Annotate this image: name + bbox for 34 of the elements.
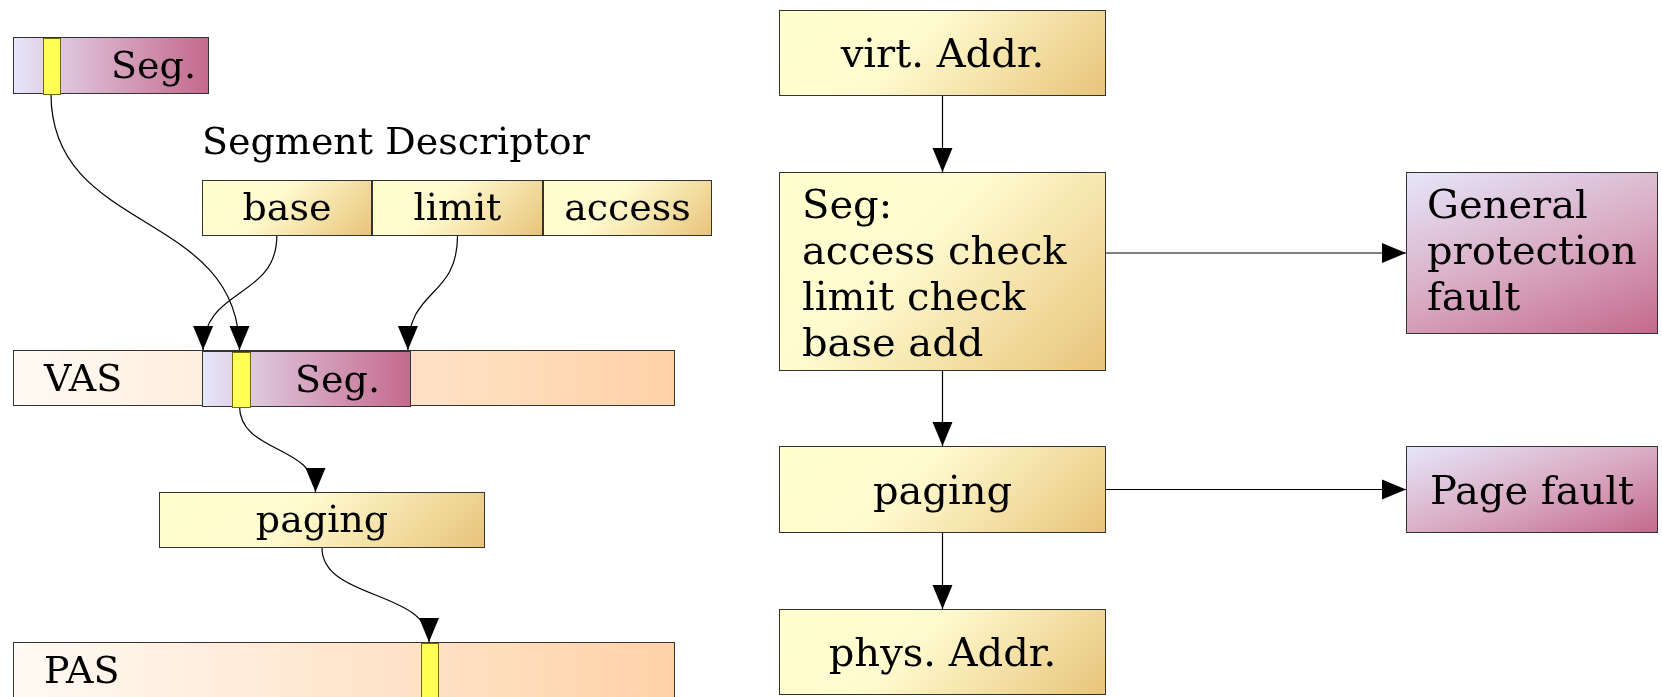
arrow (932, 370, 953, 447)
descriptor-heading: Segment Descriptor (202, 120, 590, 164)
arrow (1105, 479, 1407, 500)
step-text: access check (802, 227, 1067, 273)
process-box: phys. Addr. (779, 609, 1106, 695)
step-text: base add (802, 319, 984, 365)
selector-bar (13, 37, 209, 94)
bar-label: PAS (44, 649, 120, 693)
descriptor-field: base (202, 180, 372, 236)
address-space-bar (13, 642, 675, 697)
segment-region (202, 351, 411, 407)
process-box (779, 172, 1106, 371)
step-text: Seg: (802, 181, 893, 227)
arrow (932, 532, 953, 610)
bar-label: Seg. (111, 44, 196, 88)
step-text: limit check (802, 273, 1026, 319)
process-box: paging (159, 492, 485, 548)
arrow (195, 235, 278, 351)
bar-label: VAS (44, 357, 123, 401)
fault-box: General protection fault (1406, 172, 1658, 334)
arrow (399, 235, 459, 351)
marker-bar (43, 38, 61, 95)
arrow (50, 93, 247, 351)
arrow (1105, 243, 1407, 263)
marker-bar (232, 352, 251, 408)
bar-label: Seg. (295, 358, 380, 402)
process-box: virt. Addr. (779, 10, 1106, 96)
fault-box: Page fault (1406, 446, 1658, 533)
arrow (932, 95, 953, 173)
descriptor-field: limit (372, 180, 543, 236)
descriptor-field: access (543, 180, 712, 236)
marker-bar (421, 643, 439, 697)
process-box: paging (779, 446, 1106, 533)
address-space-bar (13, 350, 675, 406)
